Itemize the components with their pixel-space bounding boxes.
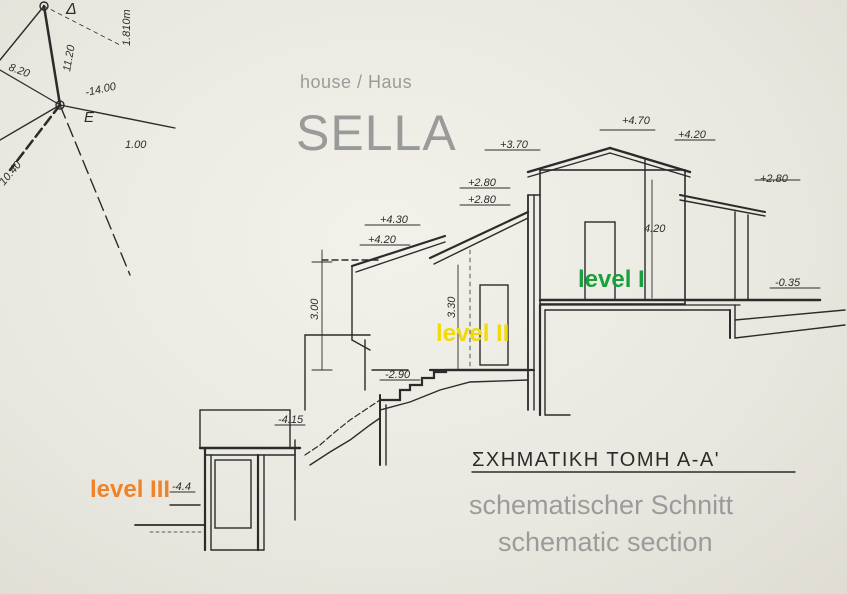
- label-point-e: Ε: [84, 109, 95, 126]
- roof-level-2: [350, 194, 541, 273]
- label-level-2: level II: [436, 320, 510, 347]
- greek-section-title: ΣΧΗΜΑΤΙΚΗ ΤΟΜΗ Α-Α': [472, 449, 720, 471]
- label-elev-280a: +2.80: [468, 177, 497, 189]
- label-dim-330: 3.30: [446, 296, 458, 318]
- label-elev-420b: +4.20: [368, 234, 397, 246]
- label-level-1: level I: [578, 266, 645, 293]
- label-dim-420: 4.20: [644, 223, 666, 235]
- label-dim-1120: 11.20: [61, 43, 78, 72]
- dimension-lines: [169, 129, 821, 493]
- label-elev-neg14: -14.00: [84, 81, 118, 99]
- label-elev-415: -4.15: [278, 414, 304, 426]
- label-elev-44: -4.4: [172, 481, 191, 493]
- label-dim-1810: 1.810m: [121, 9, 133, 46]
- caption-english: schematic section: [498, 527, 713, 557]
- label-elev-430: +4.30: [380, 214, 409, 226]
- brand-title: SELLA: [296, 105, 457, 161]
- label-dim-100: 1.00: [125, 139, 147, 151]
- label-elev-035: -0.35: [775, 277, 801, 289]
- label-elev-280b: +2.80: [468, 194, 497, 206]
- caption-german: schematischer Schnitt: [469, 490, 734, 520]
- walls-level-1: [538, 159, 846, 417]
- label-elev-370: +3.70: [500, 139, 529, 151]
- label-level-3: level III: [90, 476, 171, 503]
- level-2-front: [304, 259, 409, 411]
- label-elev-280c: +2.80: [760, 173, 789, 185]
- label-dim-300: 3.00: [309, 298, 321, 320]
- label-point-d: Δ: [65, 1, 77, 18]
- label-dim-820: 8.20: [7, 62, 32, 81]
- label-elev-420: +4.20: [678, 129, 707, 141]
- walls-level-3: [134, 409, 302, 552]
- subtitle-house: house / Haus: [300, 72, 413, 92]
- site-plan-lines: [0, 1, 176, 276]
- label-elev-470: +4.70: [622, 115, 651, 127]
- roof-level-1: [526, 146, 766, 217]
- label-elev-290: -2.90: [385, 369, 411, 381]
- label-dim-1040: 10.40: [0, 158, 25, 187]
